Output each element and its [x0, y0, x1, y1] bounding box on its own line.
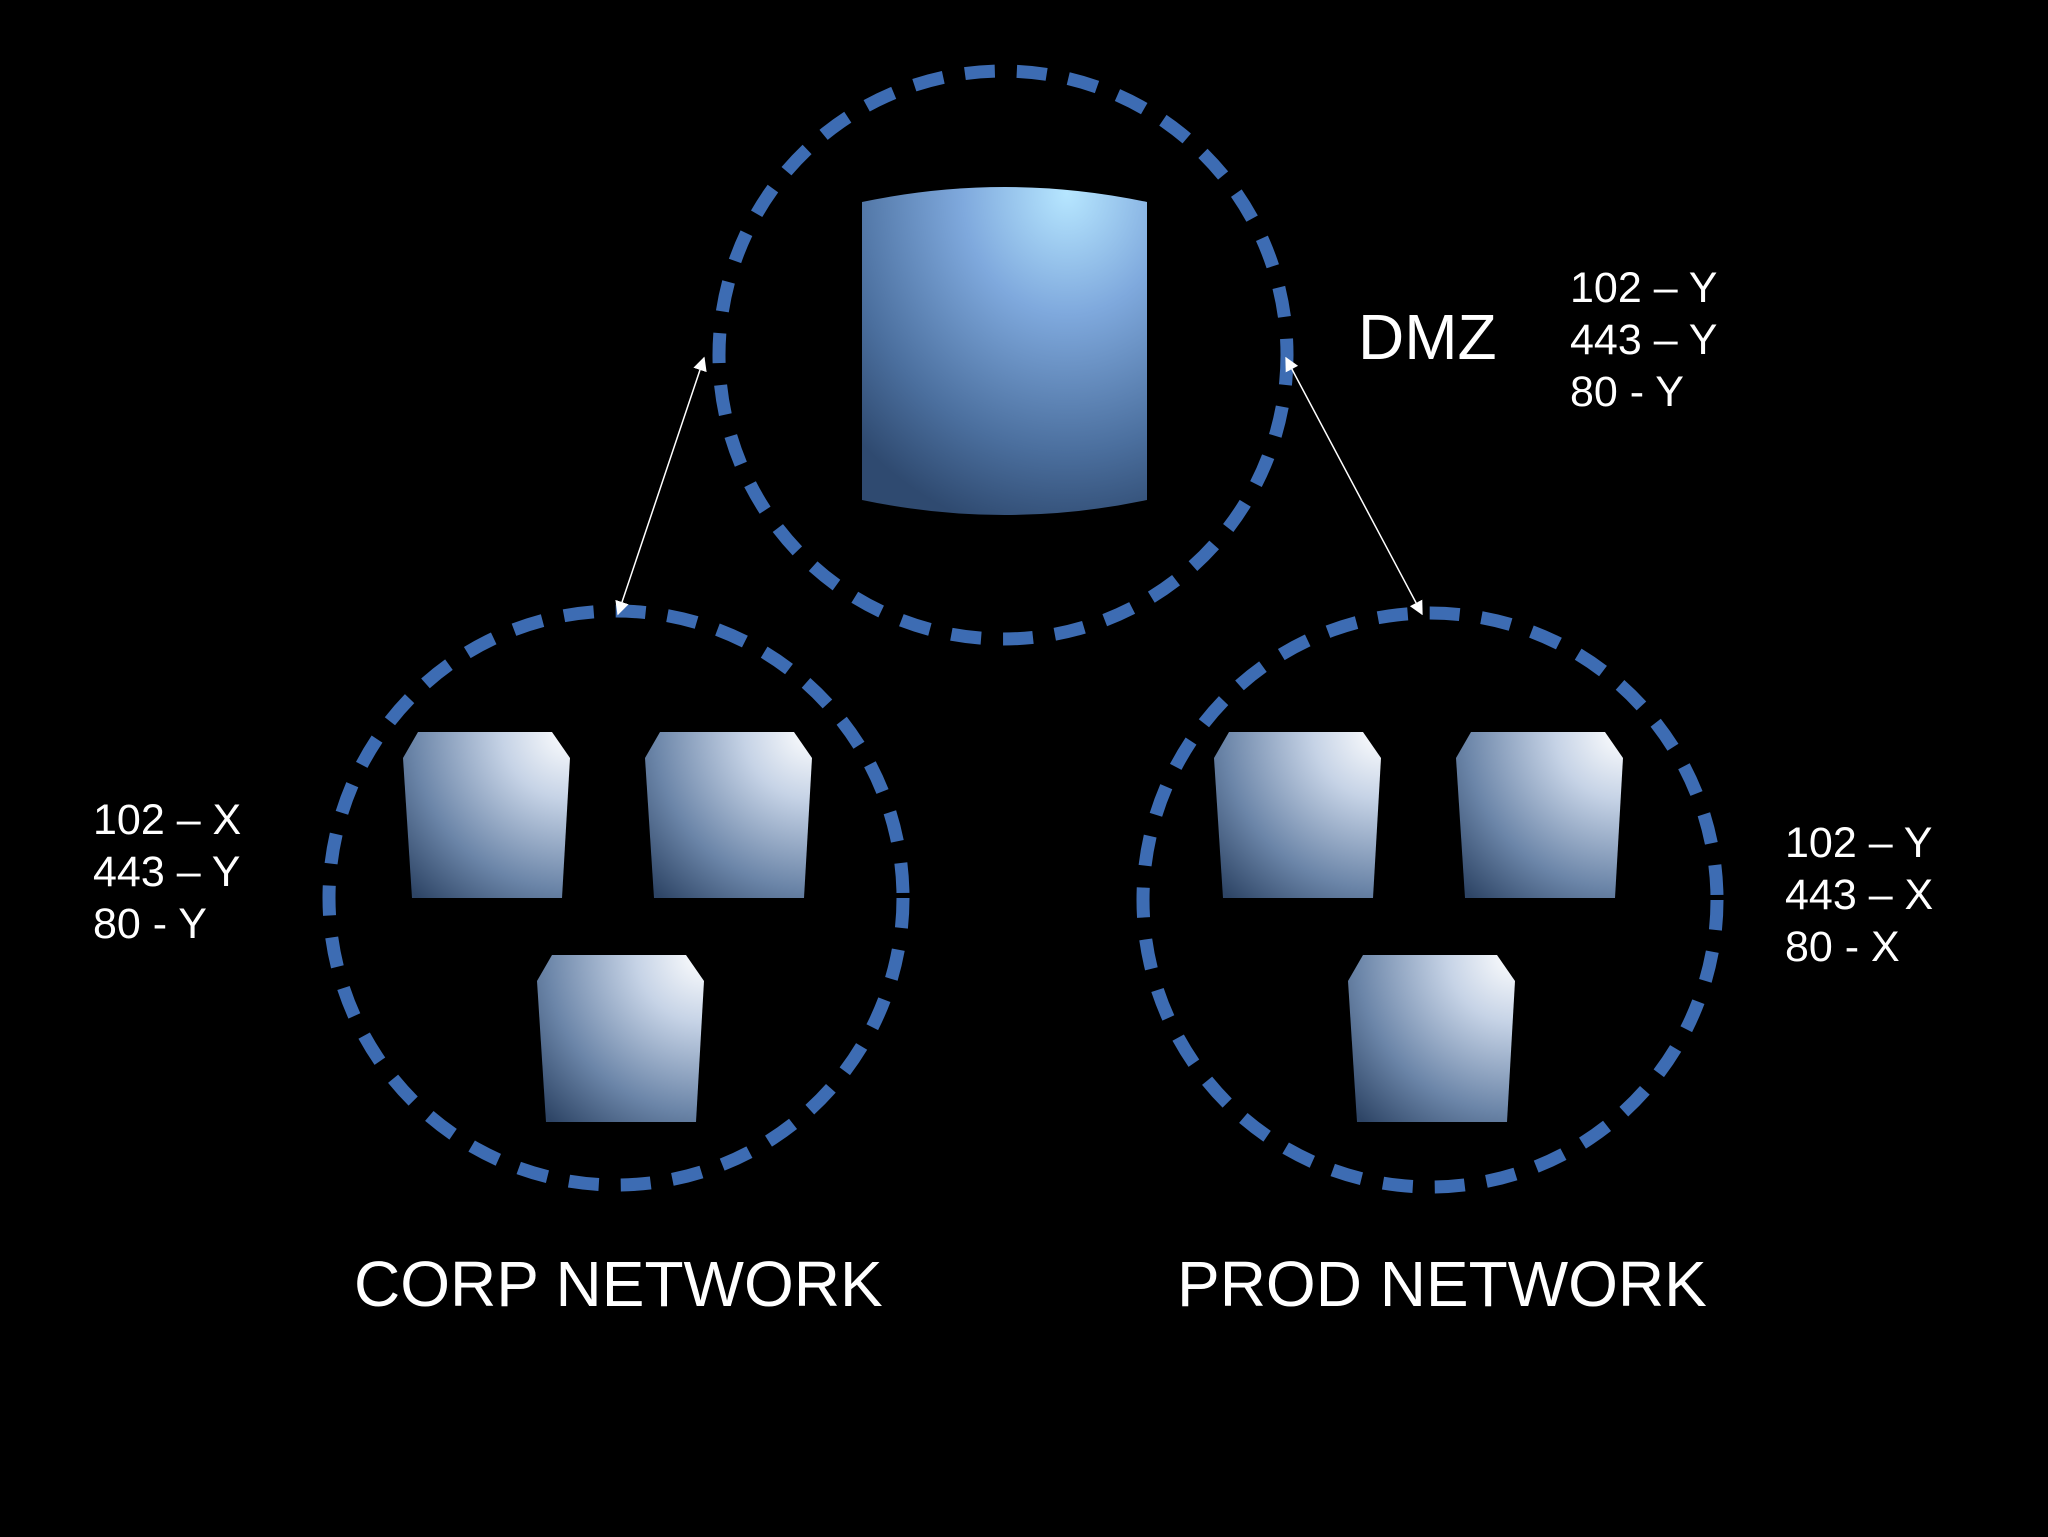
dmz-zone-label: DMZ — [1358, 301, 1497, 373]
dmz-port-rules: 102 – Y 443 – Y 80 - Y — [1570, 262, 1717, 418]
corp-rule-80: 80 - Y — [93, 900, 207, 948]
prod-rule-80: 80 - X — [1785, 923, 1900, 971]
prod-zone — [1136, 606, 1724, 1194]
corp-network-label: CORP NETWORK — [354, 1248, 883, 1320]
server-box-icon — [645, 732, 812, 898]
corp-zone — [322, 604, 910, 1192]
dmz-prod-connector — [1285, 356, 1423, 616]
corp-port-rules: 102 – X 443 – Y 80 - Y — [93, 794, 241, 950]
dmz-rule-443: 443 – Y — [1570, 316, 1718, 364]
server-box-icon — [1456, 732, 1623, 898]
server-box-icon — [1214, 732, 1381, 898]
server-box-icon — [403, 732, 570, 898]
corp-rule-102: 102 – X — [93, 796, 242, 844]
server-box-icon — [537, 955, 704, 1122]
dmz-rule-102: 102 – Y — [1570, 264, 1718, 312]
dmz-rule-80: 80 - Y — [1570, 368, 1684, 416]
prod-network-label: PROD NETWORK — [1177, 1248, 1707, 1320]
corp-zone-boundary — [322, 604, 910, 1192]
corp-rule-443: 443 – Y — [93, 848, 241, 896]
database-cylinder-icon — [862, 187, 1147, 515]
prod-rule-443: 443 – X — [1785, 871, 1934, 919]
dmz-corp-connector — [615, 356, 707, 616]
prod-rule-102: 102 – Y — [1785, 819, 1933, 867]
prod-zone-boundary — [1136, 606, 1724, 1194]
server-box-icon — [1348, 955, 1515, 1122]
dmz-zone — [712, 64, 1294, 646]
prod-port-rules: 102 – Y 443 – X 80 - X — [1785, 817, 1933, 973]
dmz-zone-boundary — [712, 64, 1294, 646]
